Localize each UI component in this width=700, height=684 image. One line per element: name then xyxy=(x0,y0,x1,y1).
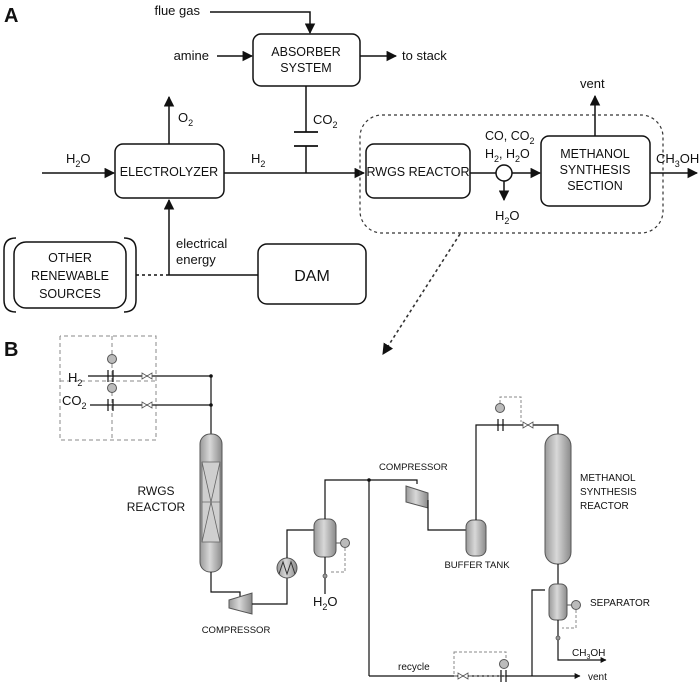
compressor-2 xyxy=(405,485,429,509)
zoom-arrow xyxy=(382,233,461,355)
rwgs-column-label-1: RWGS xyxy=(137,484,174,498)
methanol-synthesis-reactor xyxy=(544,433,572,565)
rwgs-reactor-block: RWGS REACTOR xyxy=(365,143,471,199)
water-inlet-stream: H2O xyxy=(42,151,116,179)
other-label-2: RENEWABLE xyxy=(31,269,109,283)
rwgs-reactor-column xyxy=(199,433,223,573)
compressor-1-label: COMPRESSOR xyxy=(202,625,271,636)
flash-overhead-line xyxy=(324,479,369,519)
water-separator xyxy=(470,164,542,202)
compressor-to-exchanger-line xyxy=(252,578,288,605)
methanol-product-valve xyxy=(555,635,561,641)
methanol-synthesis-block: METHANOL SYNTHESIS SECTION xyxy=(540,135,651,207)
flue-gas-label: flue gas xyxy=(154,3,200,18)
hydrogen-stream: H2 xyxy=(224,151,366,179)
co2-feed-line: CO2 xyxy=(62,383,213,411)
absorber-label-1: ABSORBER xyxy=(271,45,340,59)
reactor-feed-control xyxy=(495,396,534,431)
methanol-label-1: METHANOL xyxy=(560,147,630,161)
electrical-energy-link: electrical energy xyxy=(136,198,258,276)
hydrogen-label: H2 xyxy=(251,151,265,169)
vent-stream-a: vent xyxy=(580,76,605,136)
methanol-reactor-label-1: METHANOL xyxy=(580,473,636,484)
vent-label-b: vent xyxy=(588,672,607,683)
products-label-2: H2, H2O xyxy=(485,147,530,164)
compressor-2-label: COMPRESSOR xyxy=(379,462,448,473)
electrolyzer-block: ELECTROLYZER xyxy=(114,143,225,199)
electrical-label-1: electrical xyxy=(176,236,227,251)
methanol-label-3: SECTION xyxy=(567,179,623,193)
co2-stream: CO2 xyxy=(294,86,338,173)
electrical-label-2: energy xyxy=(176,252,216,267)
heat-exchanger xyxy=(276,557,298,579)
exchanger-to-flash-line xyxy=(286,529,314,558)
dam-block: DAM xyxy=(257,243,367,305)
other-label-1: OTHER xyxy=(48,251,92,265)
separator-vapour-line xyxy=(531,589,545,676)
flue-gas-stream: flue gas xyxy=(154,3,316,35)
to-stack-label: to stack xyxy=(402,48,447,63)
rwgs-column-label-2: REACTOR xyxy=(127,500,186,514)
co2-feed-label: CO2 xyxy=(62,393,87,411)
oxygen-label: O2 xyxy=(178,110,193,128)
methanol-out-label-a: CH3OH xyxy=(656,151,699,169)
rwgs-reactor-label: RWGS REACTOR xyxy=(366,165,469,179)
h2-feed-line: H2 xyxy=(68,354,213,388)
products-label-1: CO, CO2 xyxy=(485,129,534,146)
other-label-3: SOURCES xyxy=(39,287,101,301)
compressor-1 xyxy=(228,592,253,615)
methanol-label-2: SYNTHESIS xyxy=(560,163,631,177)
panel-b-letter: B xyxy=(4,339,18,361)
recycle-control xyxy=(453,651,509,682)
rwgs-methanol-enclosure xyxy=(359,114,664,234)
co2-label: CO2 xyxy=(313,112,338,130)
amine-label: amine xyxy=(174,48,209,63)
panel-a-letter: A xyxy=(4,5,18,27)
other-renewable-sources-block: OTHER RENEWABLE SOURCES xyxy=(3,237,137,313)
compressor-to-buffer-line xyxy=(427,500,466,531)
h2-feed-label: H2 xyxy=(68,370,82,388)
electrolyzer-label: ELECTROLYZER xyxy=(120,165,218,179)
flash-water-valve xyxy=(322,573,328,579)
vent-label-a: vent xyxy=(580,76,605,91)
methanol-product-label: CH3OH xyxy=(572,648,605,661)
header-to-compressor-line xyxy=(369,479,418,484)
flash-water-label: H2O xyxy=(313,594,338,612)
reactor-outlet-line xyxy=(210,572,241,599)
absorber-system-block: ABSORBER SYSTEM xyxy=(252,33,361,87)
flash-drum xyxy=(313,518,350,573)
to-stack-stream: to stack xyxy=(360,48,447,63)
oxygen-stream: O2 xyxy=(163,95,193,144)
recycle-label: recycle xyxy=(398,662,430,673)
separator-label: SEPARATOR xyxy=(590,598,650,609)
water-out-label: H2O xyxy=(495,208,520,226)
methanol-out-stream-a: CH3OH xyxy=(650,151,699,179)
absorber-label-2: SYSTEM xyxy=(280,61,331,75)
amine-stream: amine xyxy=(174,48,254,63)
methanol-product-line xyxy=(557,620,607,663)
methanol-reactor-label-2: SYNTHESIS xyxy=(580,487,637,498)
water-inlet-label: H2O xyxy=(66,151,91,169)
dam-label: DAM xyxy=(294,268,330,285)
buffer-tank xyxy=(465,519,487,557)
methanol-reactor-label-3: REACTOR xyxy=(580,501,629,512)
methanol-separator xyxy=(548,583,581,629)
buffer-to-reactor-line xyxy=(475,424,559,520)
buffer-tank-label: BUFFER TANK xyxy=(444,560,510,571)
